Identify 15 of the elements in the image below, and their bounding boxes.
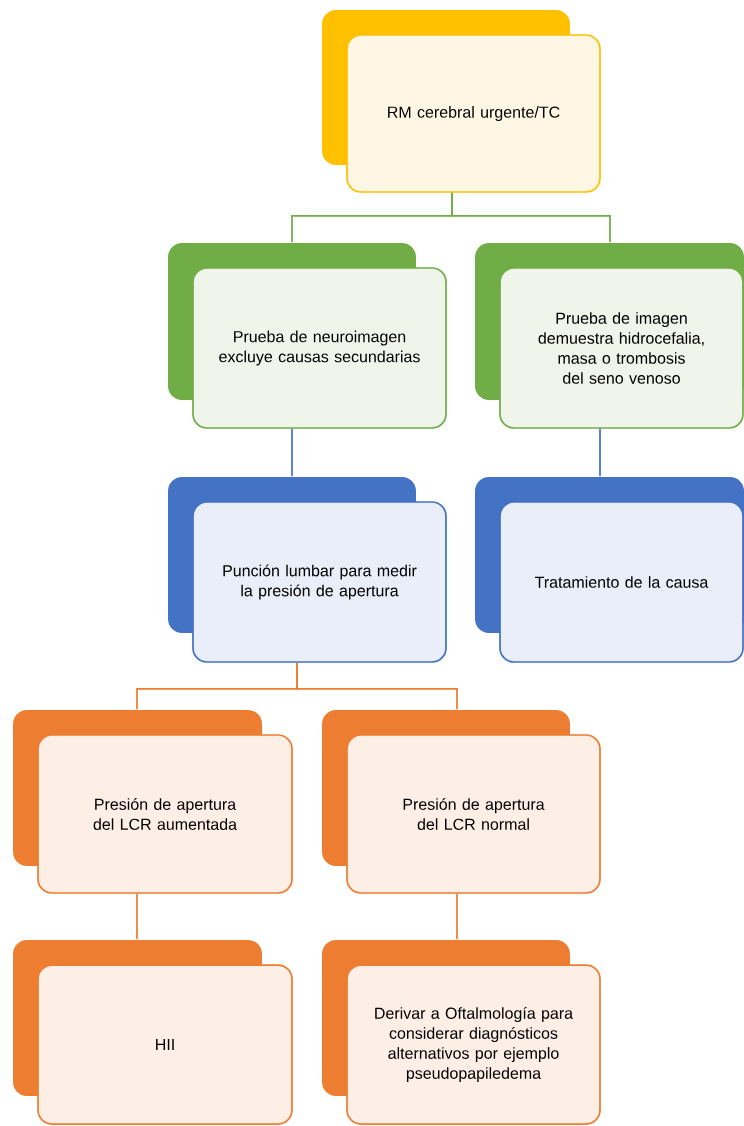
- process-box: Tratamiento de la causa: [475, 477, 744, 663]
- connector-line: [291, 428, 293, 477]
- connector-line: [599, 428, 601, 477]
- process-box: Presión de apertura del LCR normal: [322, 710, 601, 894]
- process-box: Presión de apertura del LCR aumentada: [13, 710, 293, 894]
- connector-line: [456, 893, 458, 940]
- connector-line: [136, 893, 138, 940]
- process-box: Prueba de neuroimagen excluye causas secundarias: [168, 243, 447, 429]
- connector-line: [451, 192, 611, 243]
- connector-line: [296, 662, 458, 710]
- process-box: RM cerebral urgente/TC: [322, 10, 601, 193]
- process-box: Derivar a Oftalmología para considerar diagnósticos alternativos por ejemplo pseudopapiledema: [322, 940, 601, 1125]
- process-box: Prueba de imagen demuestra hidrocefalia, masa o trombosis del seno venoso: [475, 243, 744, 429]
- process-box: Punción lumbar para medir la presión de apertura: [168, 477, 447, 663]
- process-box: HII: [13, 940, 293, 1125]
